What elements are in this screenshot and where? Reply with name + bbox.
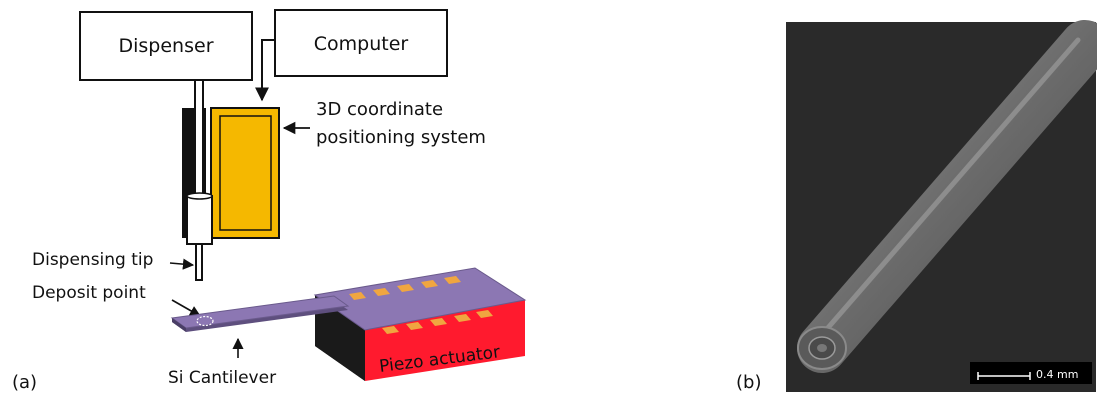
dispenser-box: Dispenser [79, 11, 253, 81]
panel-b-label: (b) [736, 372, 761, 393]
dispensing-tip-label: Dispensing tip [32, 250, 153, 270]
computer-box: Computer [274, 9, 448, 77]
dispensing-tip [195, 243, 203, 281]
positioning-label-line1: 3D coordinate [316, 99, 443, 120]
scale-bar: 0.4 mm [970, 362, 1092, 384]
panel-a-label: (a) [12, 372, 37, 393]
syringe-body [186, 195, 213, 245]
deposit-point-marker [196, 315, 214, 327]
si-cantilever [170, 295, 350, 332]
syringe-top [186, 192, 213, 200]
deposit-point-label: Deposit point [32, 283, 146, 303]
panel-b-micrograph: 0.4 mm (b) [736, 20, 1097, 393]
positioning-label-line2: positioning system [316, 127, 486, 148]
fiber-rod [797, 20, 1097, 373]
computer-label: Computer [314, 33, 409, 55]
dispensing-tip-arrow [169, 258, 195, 270]
deposit-point-arrow [171, 299, 201, 317]
dispenser-tube [194, 79, 204, 201]
piezo-actuator: Piezo actuator [313, 267, 527, 381]
panel-a-schematic: Dispenser Computer 3D coordinate positio… [12, 9, 527, 393]
dispenser-label: Dispenser [119, 35, 214, 57]
computer-connection-arrow [255, 39, 275, 102]
positioning-stage [210, 107, 280, 239]
scale-bar-label: 0.4 mm [1036, 368, 1078, 381]
electrode-pads [349, 276, 493, 334]
cantilever-label: Si Cantilever [168, 368, 276, 388]
